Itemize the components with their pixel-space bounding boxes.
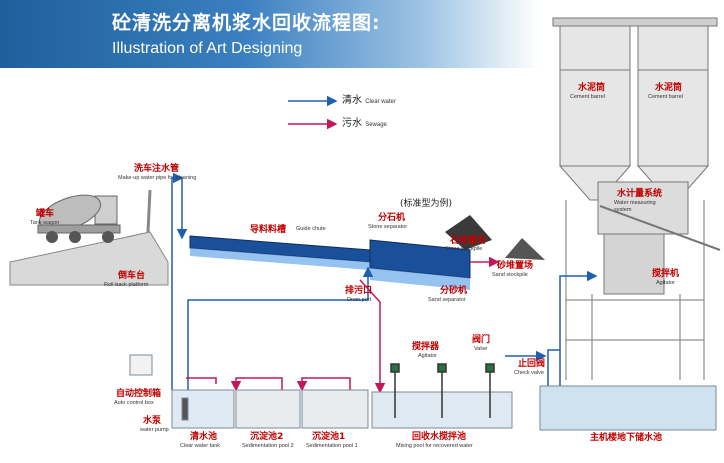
underground-storage-tank xyxy=(539,385,717,431)
sedimentation-pool-1-label: 沉淀池1 xyxy=(312,432,346,442)
clear-water-tank-label: 清水池 xyxy=(190,432,218,442)
sedimentation-pool-2-en: Sedimentation pool 2 xyxy=(242,443,294,449)
sand-stockpile-label: 砂堆置场 xyxy=(497,261,534,271)
mixing-pool-en: Mixing pool for recovered water xyxy=(396,443,473,449)
makeup-pipe-en: Make-up water pipe for cleaning xyxy=(118,175,197,181)
mixing-pool-label: 回收水搅拌池 xyxy=(412,432,467,442)
water-measuring-en1: Water measuring xyxy=(614,200,656,206)
legend-clear-label: 清水 Clear water xyxy=(342,96,396,106)
title-en: Illustration of Art Designing xyxy=(112,40,303,57)
rollback-platform xyxy=(9,231,169,286)
rollback-label: 倒车台 xyxy=(118,271,146,281)
guide-chute-en: Guide chute xyxy=(296,226,326,232)
legend-clear-cn: 清水 xyxy=(342,95,362,106)
sand-stockpile-en: Sand stockpile xyxy=(492,272,528,278)
water-measuring-en2: system xyxy=(614,207,632,213)
clear-water-tank-en: Clear water tank xyxy=(180,443,221,449)
standard-note: (标准型为例) xyxy=(400,199,453,209)
legend-sewage-en: Sewage xyxy=(365,122,387,128)
clear-water-tank xyxy=(171,389,235,429)
water-pump-en: water pump xyxy=(140,427,169,433)
sand-stockpile-heap xyxy=(505,238,545,260)
guide-chute xyxy=(189,235,371,270)
truck-wheel xyxy=(102,231,114,243)
cement-barrel-1-label: 水泥筒 xyxy=(578,83,606,93)
auto-control-en: Auto control box xyxy=(114,400,154,406)
cement-silo-tower xyxy=(552,17,721,380)
stone-stockpile-label: 石堆置场 xyxy=(450,236,487,246)
sedimentation-pool-1-en: Sedimentation pool 1 xyxy=(306,443,358,449)
water-pump-label: 水泵 xyxy=(143,416,162,426)
clear-water-pipes xyxy=(171,172,598,390)
mix-agitator-label: 搅拌器 xyxy=(412,342,440,352)
agitator-right-en: Agitator xyxy=(656,280,675,286)
water-pump-icon xyxy=(181,397,189,421)
makeup-pipe-label: 洗车注水管 xyxy=(134,164,180,174)
sand-separator-en: Sand separator xyxy=(428,297,466,303)
title-banner: 砼清洗分离机浆水回收流程图: Illustration of Art Desig… xyxy=(0,0,540,68)
truck-wheel xyxy=(69,231,81,243)
cement-barrel-2-en: Cement barrel xyxy=(648,94,683,100)
truck-wheel xyxy=(46,231,58,243)
auto-control-label: 自动控制箱 xyxy=(116,389,162,399)
tank-wagon-en: Tank wagon xyxy=(30,220,60,226)
stone-separator-hopper xyxy=(445,215,492,250)
stone-stockpile-en: Stone stockpile xyxy=(445,246,483,252)
valve-en: Valve xyxy=(474,346,488,352)
auto-control-box-icon xyxy=(129,354,153,376)
mix-agitator-en: Agitator xyxy=(418,353,437,359)
legend-sewage-cn: 污水 xyxy=(342,118,362,129)
sand-separator-label: 分砂机 xyxy=(440,286,468,296)
stone-separator-en: Stone separator xyxy=(368,224,408,230)
separator-machine xyxy=(369,215,545,290)
water-measuring-label: 水计量系统 xyxy=(617,189,663,199)
title-cn: 砼清洗分离机浆水回收流程图: xyxy=(112,12,381,34)
stone-separator-label: 分石机 xyxy=(378,213,406,223)
legend xyxy=(288,95,338,130)
sedimentation-pool-1 xyxy=(301,389,369,429)
cement-barrel-1-en: Cement barrel xyxy=(570,94,605,100)
check-valve-en: Check valve xyxy=(514,370,544,376)
drain-port-label: 排污口 xyxy=(345,286,373,296)
tank-wagon-label: 罐车 xyxy=(36,209,55,219)
makeup-pipe xyxy=(146,189,152,233)
rollback-en: Roll-back platform xyxy=(104,282,149,288)
truck-area xyxy=(9,189,169,286)
agitator-right-label: 搅拌机 xyxy=(652,269,680,279)
check-valve-label: 止回阀 xyxy=(518,359,546,369)
underground-storage-label: 主机楼地下储水池 xyxy=(590,433,663,443)
cement-barrel-2-label: 水泥筒 xyxy=(655,83,683,93)
legend-clear-en: Clear water xyxy=(365,99,396,105)
sedimentation-pool-2-label: 沉淀池2 xyxy=(250,432,284,442)
tanks xyxy=(129,354,717,431)
drain-port-en: Drain port xyxy=(347,297,372,303)
valve-label: 阀门 xyxy=(472,335,491,345)
sedimentation-pool-2 xyxy=(235,389,301,429)
guide-chute-label: 导料料槽 xyxy=(250,225,287,235)
legend-sewage-label: 污水 Sewage xyxy=(342,119,387,129)
mixing-agitators xyxy=(390,363,495,418)
